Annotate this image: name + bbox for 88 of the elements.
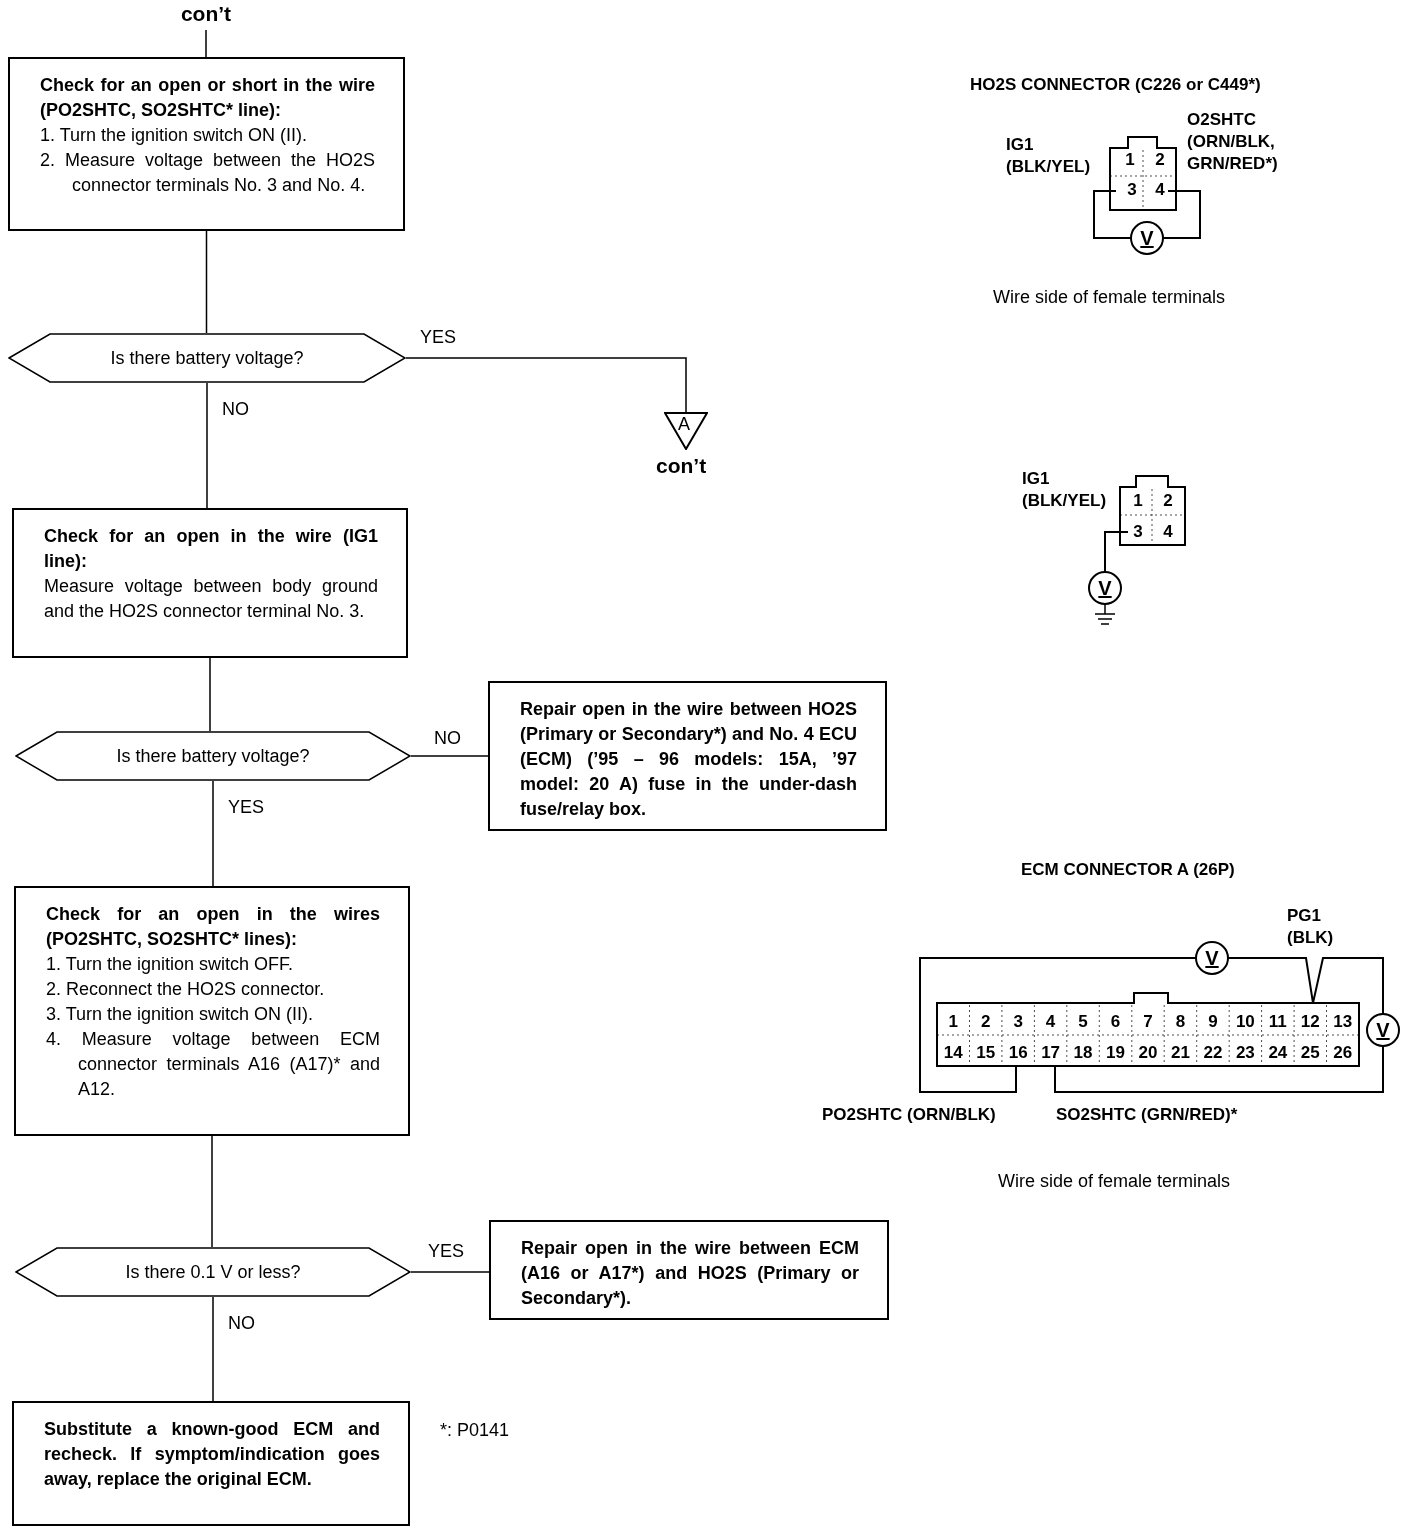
- pin-number: 15: [975, 1043, 997, 1063]
- connector-line: [410, 1271, 490, 1273]
- connector-line: [209, 657, 211, 732]
- pin-number: 25: [1299, 1043, 1321, 1063]
- reference-letter: A: [678, 414, 690, 435]
- process-box: [12, 1401, 410, 1526]
- action-text: Substitute a known-good ECM and recheck. If symptom/indication goes away, replace the original ECM.: [44, 1418, 380, 1491]
- step-text: Measure voltage between body ground and the HO2S connector terminal No. 3.: [44, 575, 378, 623]
- pin-number: 13: [1332, 1012, 1354, 1032]
- pin-number: 22: [1202, 1043, 1224, 1063]
- wire-label: PG1 (BLK): [1287, 905, 1335, 949]
- step-heading: Check for an open in the wire (IG1 line):: [44, 525, 378, 573]
- question-text: Is there battery voltage?: [109, 347, 305, 369]
- pin-number: 7: [1142, 1012, 1154, 1032]
- step-heading: Check for an open in the wires (PO2SHTC, SO2SHTC* lines):: [46, 903, 380, 951]
- connector-title: HO2S CONNECTOR (C226 or C449*): [970, 75, 1261, 95]
- pin-number: 17: [1040, 1043, 1062, 1063]
- decision-hexagon: [15, 731, 411, 781]
- pin-number: 1: [1124, 150, 1136, 170]
- action-text: Repair open in the wire between ECM (A16 or A17*) and HO2S (Primary or Secondary*).: [521, 1237, 859, 1310]
- meter-letter: V: [1204, 946, 1220, 970]
- continuation-label: con’t: [656, 454, 707, 478]
- step-text: 2. Reconnect the HO2S connector.: [46, 978, 326, 1001]
- pin-number: 21: [1170, 1043, 1191, 1063]
- pin-number: 4: [1044, 1012, 1057, 1032]
- pin-number: 4: [1162, 522, 1174, 542]
- pin-number: 14: [942, 1043, 964, 1063]
- meter-letter: V: [1139, 226, 1155, 250]
- step-text: 1. Turn the ignition switch ON (II).: [40, 124, 309, 147]
- pin-number: 12: [1299, 1012, 1321, 1032]
- connector-line: [205, 29, 207, 58]
- pin-number: 26: [1332, 1043, 1354, 1063]
- pin-number: 9: [1207, 1012, 1219, 1032]
- connector-line: [205, 230, 208, 334]
- decision-hexagon: [15, 1247, 411, 1297]
- pin-number: 11: [1267, 1012, 1288, 1032]
- process-box: [8, 57, 405, 231]
- connector-line: [212, 1296, 214, 1402]
- pin-number: 5: [1077, 1012, 1089, 1032]
- wire-label: IG1 (BLK/YEL): [1022, 468, 1108, 512]
- pin-number: 2: [979, 1012, 992, 1032]
- step-text: 1. Turn the ignition switch OFF.: [46, 953, 295, 976]
- pin-number: 19: [1105, 1043, 1126, 1063]
- step-text: 3. Turn the ignition switch ON (II).: [46, 1003, 315, 1026]
- note-text: *: P0141: [440, 1420, 510, 1441]
- pin-number: 16: [1007, 1043, 1029, 1063]
- meter-letter: V: [1375, 1018, 1391, 1042]
- step-text: 4. Measure voltage between ECM connector terminals A16 (A17)* and A12.: [46, 1028, 380, 1101]
- step-heading: Check for an open or short in the wire (PO2SHTC, SO2SHTC* line):: [40, 74, 375, 122]
- process-box: [14, 886, 410, 1136]
- question-text: Is there battery voltage?: [115, 745, 311, 767]
- continuation-label: con’t: [170, 2, 242, 30]
- process-box: [488, 681, 887, 831]
- meter-letter: V: [1097, 576, 1113, 600]
- connector-line: [410, 755, 489, 757]
- pin-number: 3: [1012, 1012, 1024, 1032]
- pin-number: 4: [1154, 180, 1166, 200]
- question-text: Is there 0.1 V or less?: [124, 1261, 302, 1283]
- process-box: [489, 1220, 889, 1320]
- off-page-connector: [664, 412, 708, 450]
- pin-number: 23: [1234, 1043, 1256, 1063]
- pin-number: 6: [1109, 1012, 1122, 1032]
- connector-line: [405, 357, 687, 413]
- decision-hexagon: [8, 333, 406, 383]
- wire-label: PO2SHTC (ORN/BLK): [822, 1105, 996, 1125]
- pin-number: 24: [1267, 1043, 1289, 1063]
- pin-number: 1: [1132, 491, 1144, 511]
- pin-number: 3: [1132, 522, 1144, 542]
- pin-number: 3: [1126, 180, 1138, 200]
- connector-line: [212, 780, 214, 887]
- note-text: Wire side of female terminals: [998, 1171, 1231, 1192]
- wire-label: O2SHTC (ORN/BLK, GRN/RED*): [1187, 109, 1279, 175]
- wire-label: SO2SHTC (GRN/RED)*: [1056, 1105, 1238, 1125]
- wire-label: IG1 (BLK/YEL): [1006, 134, 1092, 178]
- pin-number: 10: [1234, 1012, 1256, 1032]
- connector-line: [206, 382, 208, 509]
- pin-number: 8: [1174, 1012, 1187, 1032]
- pin-number: 2: [1162, 491, 1174, 511]
- pin-number: 1: [947, 1012, 959, 1032]
- connector-line: [211, 1135, 213, 1248]
- connector-title: ECM CONNECTOR A (26P): [1021, 860, 1235, 880]
- note-text: Wire side of female terminals: [993, 287, 1226, 308]
- process-box: [12, 508, 408, 658]
- action-text: Repair open in the wire between HO2S (Primary or Secondary*) and No. 4 ECU (ECM) (’95 – 96 models: 15A, ’97 model: 20 A) fuse in the under-dash fuse/relay box.: [520, 698, 857, 821]
- pin-number: 20: [1137, 1043, 1159, 1063]
- pin-number: 18: [1072, 1043, 1094, 1063]
- step-text: 2. Measure voltage between the HO2S connector terminals No. 3 and No. 4.: [40, 149, 375, 197]
- pin-number: 2: [1154, 150, 1166, 170]
